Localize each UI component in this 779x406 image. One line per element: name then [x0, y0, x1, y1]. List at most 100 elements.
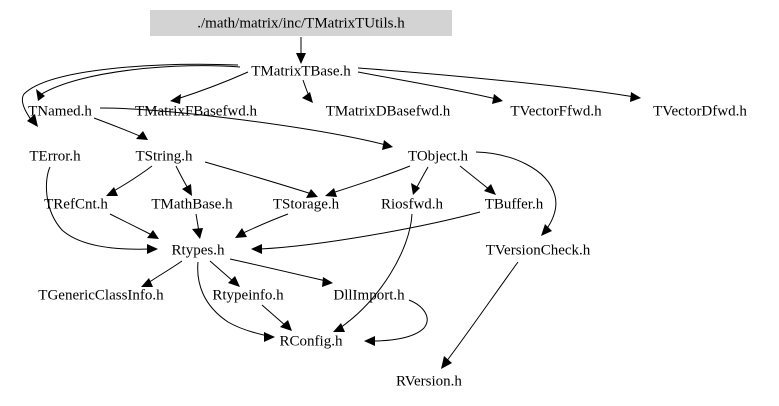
- arrowhead-icon: [325, 188, 337, 197]
- node-label: TMatrixFBasefwd.h: [135, 103, 258, 119]
- edge-line: [93, 117, 143, 138]
- arrowhead-icon: [147, 244, 158, 254]
- edge-terror-to-rtypes: [45, 166, 158, 254]
- edge-tstring-to-trefcnt: [106, 165, 153, 196]
- edge-line: [229, 258, 327, 282]
- node-label: TRefCnt.h: [44, 196, 108, 212]
- edge-tobject-to-riosfwd: [411, 166, 429, 195]
- graph-node-rtypes[interactable]: Rtypes.h: [172, 242, 225, 258]
- edge-dllimport-to-rconfig: [364, 299, 428, 346]
- arrowhead-icon: [264, 332, 275, 342]
- edge-riosfwd-to-rconfig: [333, 213, 413, 332]
- arrowhead-icon: [170, 94, 181, 104]
- node-label: TVectorDfwd.h: [653, 103, 747, 119]
- arrowhead-icon: [541, 224, 552, 236]
- arrowhead-icon: [147, 230, 159, 239]
- edge-root-to-tmatrixtbase: [296, 37, 306, 64]
- edge-line: [259, 211, 481, 250]
- arrowhead-icon: [382, 140, 393, 150]
- edge-tmatrixtbase-to-tmatrixdbasefwd: [302, 79, 313, 103]
- graph-node-tmatrixfbasefwd[interactable]: TMatrixFBasefwd.h: [135, 103, 258, 119]
- graph-node-tvectordfwd[interactable]: TVectorDfwd.h: [653, 103, 747, 119]
- edge-line: [99, 107, 387, 146]
- edge-trefcnt-to-rtypes: [109, 213, 159, 239]
- edge-line: [339, 213, 413, 329]
- edge-line: [261, 304, 287, 327]
- graph-node-rversion[interactable]: RVersion.h: [396, 373, 462, 389]
- node-label: ./math/matrix/inc/TMatrixTUtils.h: [197, 15, 405, 31]
- graph-node-tmathbase[interactable]: TMathBase.h: [151, 196, 233, 212]
- arrowhead-icon: [630, 92, 641, 102]
- edge-tobject-to-tversioncheck: [475, 151, 557, 236]
- edge-tobject-to-tstorage: [325, 165, 411, 197]
- arrowhead-icon: [322, 277, 333, 287]
- graph-node-dllimport[interactable]: DllImport.h: [333, 287, 405, 303]
- arrowhead-icon: [36, 89, 45, 101]
- root-node-background: [150, 10, 452, 36]
- arrowhead-icon: [306, 189, 318, 198]
- edge-line: [176, 71, 249, 100]
- graph-node-root[interactable]: ./math/matrix/inc/TMatrixTUtils.h: [150, 10, 452, 36]
- edge-line: [39, 65, 241, 96]
- graph-node-tmatrixdbasefwd[interactable]: TMatrixDBasefwd.h: [326, 103, 451, 119]
- graph-node-terror[interactable]: TError.h: [29, 148, 81, 164]
- node-label: TGenericClassInfo.h: [38, 287, 164, 303]
- node-label: TMathBase.h: [151, 196, 233, 212]
- graph-node-tobject[interactable]: TObject.h: [408, 148, 469, 164]
- arrowhead-icon: [251, 244, 262, 254]
- edge-tversioncheck-to-rversion: [441, 261, 519, 369]
- graph-node-trefcnt[interactable]: TRefCnt.h: [44, 196, 108, 212]
- arrowhead-icon: [411, 183, 420, 195]
- graph-node-rconfig[interactable]: RConfig.h: [280, 333, 343, 349]
- graph-node-tgenericclassinfo[interactable]: TGenericClassInfo.h: [38, 287, 164, 303]
- edge-tmathbase-to-rtypes: [192, 213, 203, 239]
- edge-tstring-to-tmathbase: [175, 165, 192, 196]
- edge-line: [445, 261, 519, 363]
- graph-node-tversioncheck[interactable]: TVersionCheck.h: [486, 242, 591, 258]
- graph-node-tbuffer[interactable]: TBuffer.h: [485, 196, 544, 212]
- edges-layer: [21, 37, 641, 369]
- node-label: TMatrixTBase.h: [251, 63, 351, 79]
- arrowhead-icon: [136, 131, 148, 140]
- node-label: TBuffer.h: [485, 196, 544, 212]
- edge-line: [45, 166, 151, 250]
- edge-tobject-to-tbuffer: [459, 165, 496, 195]
- arrowhead-icon: [192, 228, 203, 239]
- edge-tstring-to-tstorage: [204, 161, 318, 198]
- graph-node-tmatrixtbase[interactable]: TMatrixTBase.h: [251, 63, 351, 79]
- edge-tbuffer-to-rtypes: [251, 211, 481, 254]
- arrowhead-icon: [302, 92, 313, 103]
- edge-line: [197, 261, 269, 337]
- arrowhead-icon: [235, 228, 247, 238]
- node-label: RVersion.h: [396, 373, 462, 389]
- node-label: Rtypes.h: [172, 242, 225, 258]
- arrowhead-icon: [182, 184, 192, 196]
- edge-line: [209, 260, 235, 283]
- arrowhead-icon: [296, 53, 306, 64]
- graph-node-rtypeinfo[interactable]: Rtypeinfo.h: [212, 287, 284, 303]
- node-label: RConfig.h: [280, 333, 343, 349]
- graph-node-riosfwd[interactable]: Riosfwd.h: [381, 196, 444, 212]
- node-label: Riosfwd.h: [381, 196, 444, 212]
- edge-line: [415, 166, 429, 190]
- node-label: TMatrixDBasefwd.h: [326, 103, 451, 119]
- edge-line: [204, 161, 313, 195]
- edge-tnamed-to-tstring: [93, 117, 148, 140]
- graph-node-tvectorffwd[interactable]: TVectorFfwd.h: [510, 103, 602, 119]
- edge-rtypes-to-rconfig: [197, 261, 275, 342]
- edge-tmatrixtbase-to-tvectordfwd: [357, 67, 641, 102]
- arrowhead-icon: [484, 184, 496, 195]
- edge-tnamed-to-tobject: [99, 107, 393, 150]
- arrowhead-icon: [333, 323, 345, 332]
- graph-node-tnamed[interactable]: TNamed.h: [28, 103, 92, 119]
- graph-node-tstorage[interactable]: TStorage.h: [273, 196, 340, 212]
- nodes-layer: ./math/matrix/inc/TMatrixTUtils.hTMatrix…: [28, 10, 747, 389]
- edge-tmatrixtbase-to-tmatrixfbasefwd: [170, 71, 249, 104]
- edge-rtypes-to-tgenericclassinfo: [141, 260, 183, 287]
- graph-node-tstring[interactable]: TString.h: [135, 148, 193, 164]
- node-label: TString.h: [135, 148, 193, 164]
- edge-line: [371, 299, 428, 342]
- node-label: TStorage.h: [273, 196, 340, 212]
